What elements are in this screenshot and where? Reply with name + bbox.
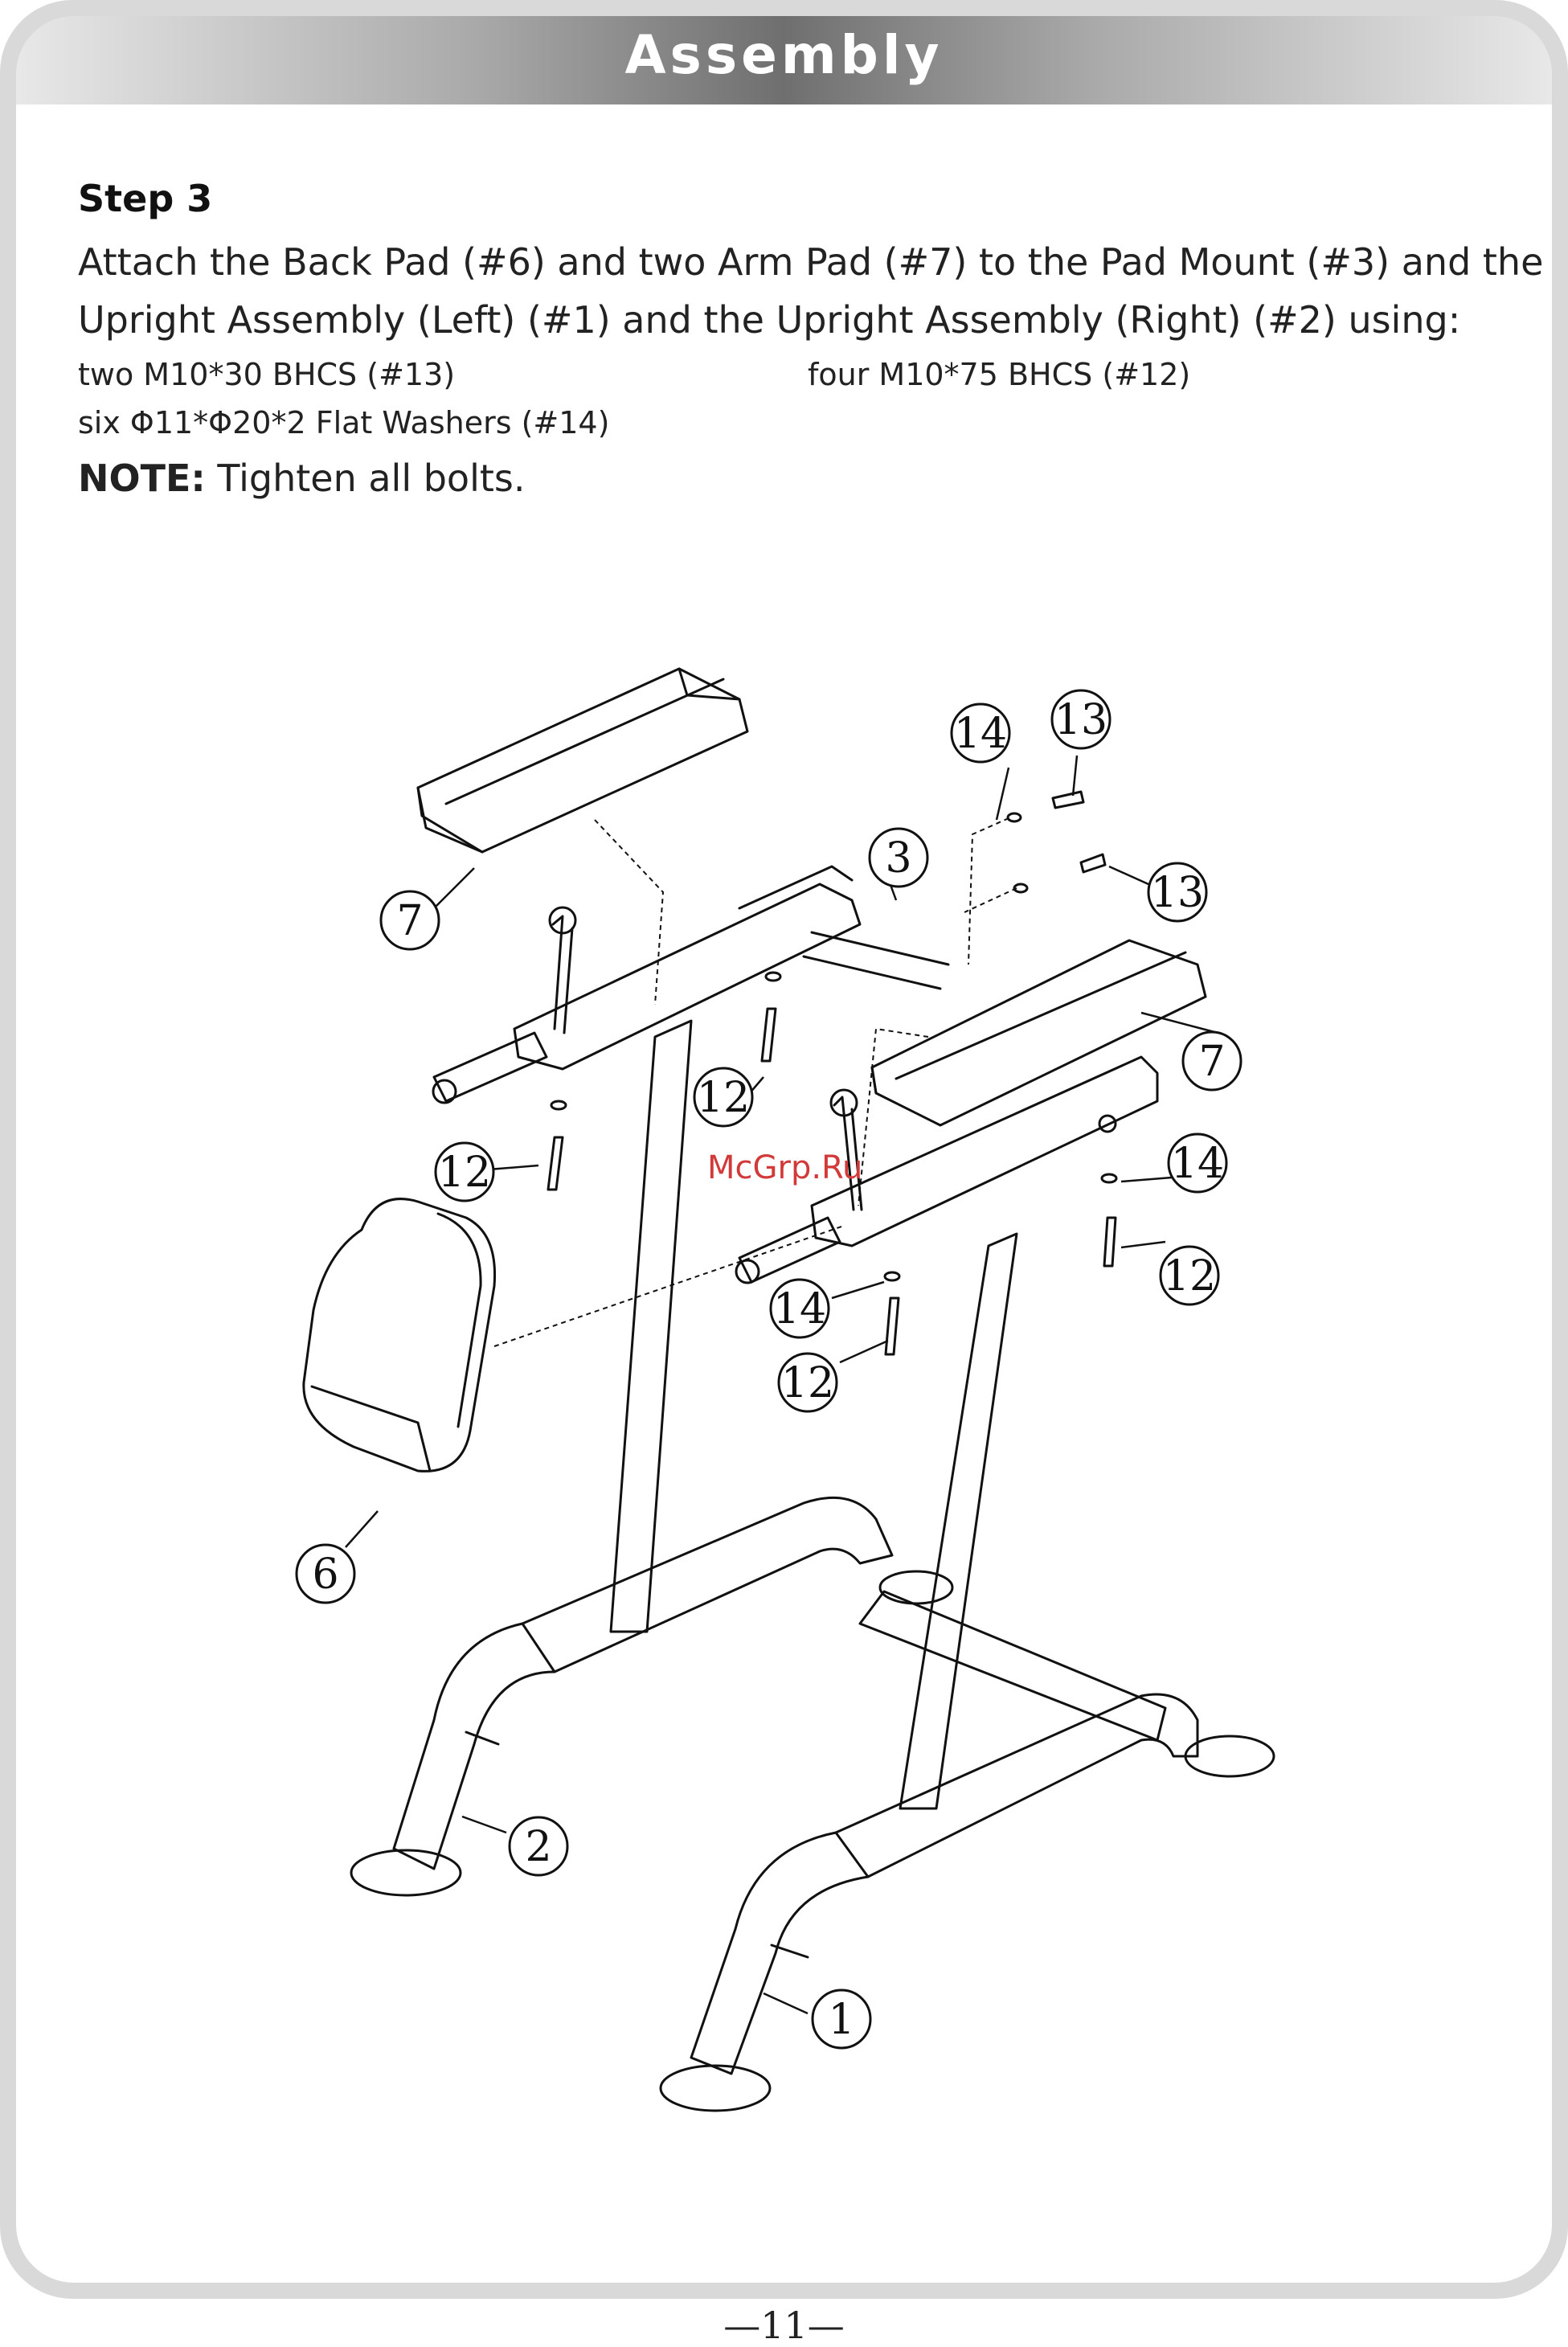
instruction-line-2: Upright Assembly (Left) (#1) and the Upr… — [78, 298, 1461, 342]
page-number: —11— — [723, 2304, 845, 2347]
part-item: two M10*30 BHCS (#13) — [78, 357, 456, 392]
upright-left-tube — [609, 1019, 693, 1633]
callout-label: 12 — [438, 1149, 491, 1197]
base-frame — [521, 1496, 894, 1673]
callout-label: 7 — [1198, 1038, 1225, 1086]
callout-label: 13 — [1151, 869, 1204, 917]
callout-label: 2 — [525, 1823, 551, 1871]
callout-label: 14 — [1171, 1140, 1224, 1188]
callout-label: 6 — [312, 1550, 338, 1599]
callout-label: 13 — [1054, 696, 1107, 744]
part-item: six Φ11*Φ20*2 Flat Washers (#14) — [78, 405, 610, 440]
callout-label: 14 — [954, 710, 1007, 758]
watermark: McGrp.Ru — [707, 1149, 863, 1186]
callout-label: 14 — [773, 1285, 826, 1333]
callout-label: 12 — [781, 1359, 834, 1407]
callout-group — [295, 689, 1243, 2050]
arm-pad-right — [870, 939, 1207, 1127]
note-text: Tighten all bolts. — [205, 457, 526, 500]
callout-label: 7 — [396, 897, 423, 945]
page-title: Assembly — [624, 24, 944, 86]
back-pad — [302, 1198, 497, 1473]
assembly-diagram: 14 13 3 13 7 7 12 12 14 12 14 12 6 2 1 — [295, 667, 1275, 2112]
callout-label: 12 — [1163, 1252, 1216, 1300]
part-item: four M10*75 BHCS (#12) — [808, 357, 1191, 392]
content-area — [16, 104, 1552, 2283]
step-title: Step 3 — [78, 177, 213, 220]
callout-label: 1 — [828, 1996, 854, 2044]
note: NOTE: Tighten all bolts. — [78, 457, 525, 500]
header-band — [16, 16, 1552, 106]
pad-mount — [513, 883, 862, 1071]
instruction-line-1: Attach the Back Pad (#6) and two Arm Pad… — [78, 240, 1544, 284]
callout-label: 12 — [697, 1074, 750, 1122]
note-label: NOTE: — [78, 457, 206, 500]
callout-label: 3 — [885, 834, 911, 883]
upper-tube-right — [810, 1055, 1159, 1247]
